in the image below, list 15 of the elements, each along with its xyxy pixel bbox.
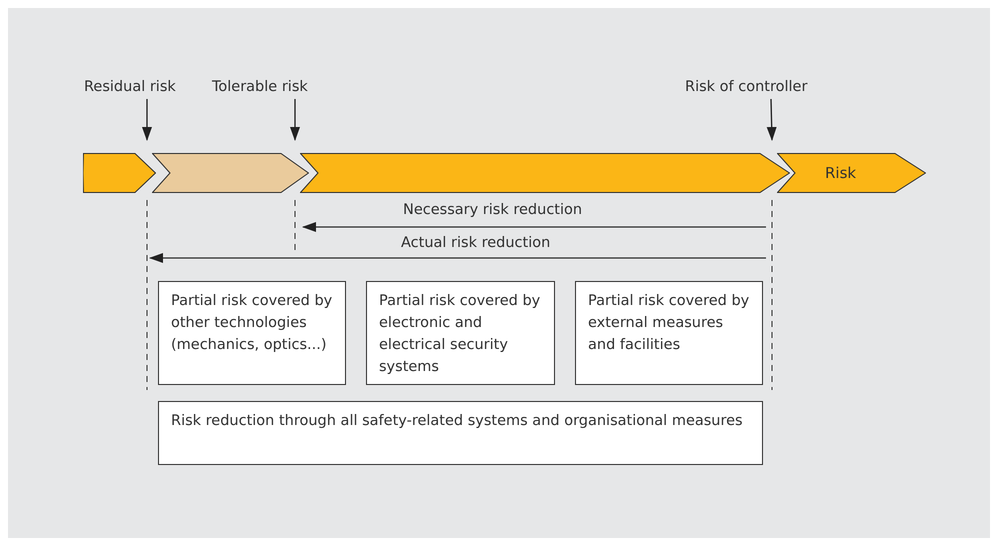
- risk-band-segment: [777, 153, 926, 193]
- risk-level-label: Tolerable risk: [212, 76, 328, 96]
- chevron-label: Risk: [825, 163, 856, 184]
- risk-level-label: Risk of controller: [685, 76, 830, 96]
- risk-reduction-box: Partial risk covered by external measures and facilities: [575, 281, 763, 385]
- risk-band-segment: [83, 153, 156, 193]
- arrow: [142, 99, 152, 141]
- dimension-label: Necessary risk reduction: [403, 202, 582, 218]
- risk-level-label: Residual risk: [84, 76, 196, 96]
- risk-band-segment: [152, 153, 309, 193]
- risk-reduction-box: Partial risk covered by other technologies (mechanics, optics...): [158, 281, 346, 385]
- risk-reduction-box: Risk reduction through all safety-related systems and organisational measures: [158, 401, 763, 465]
- risk-reduction-box: Partial risk covered by electronic and electrical security systems: [366, 281, 555, 385]
- arrow: [290, 99, 300, 141]
- arrow: [766, 98, 777, 141]
